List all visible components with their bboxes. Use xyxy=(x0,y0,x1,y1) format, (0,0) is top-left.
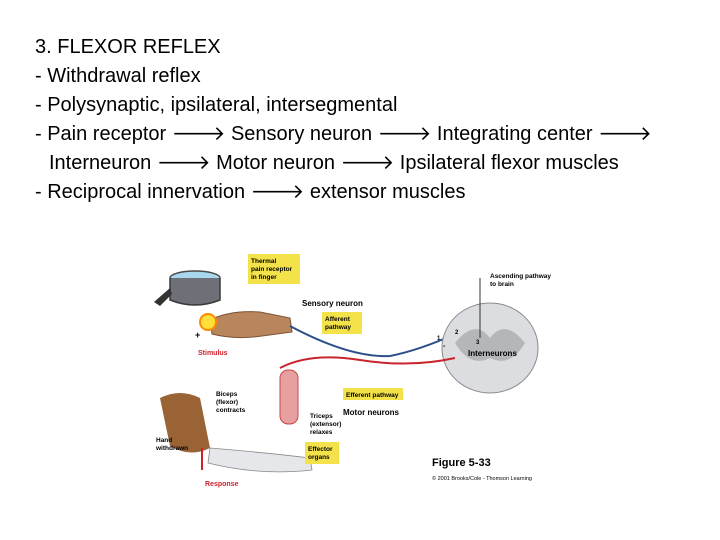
chain-item-integrating-center: Integrating center xyxy=(436,123,593,145)
chain-item-pain-receptor: Pain receptor xyxy=(47,123,167,145)
effector-label-line2: organs xyxy=(308,454,330,461)
effector-label-box xyxy=(305,442,339,464)
arrow-right-icon: 🡒 xyxy=(598,123,652,145)
triceps-label-line1: Triceps xyxy=(310,413,333,420)
spinal-cord-illustration xyxy=(441,302,539,394)
plus-sign: + xyxy=(195,330,200,340)
stimulus-label: Stimulus xyxy=(198,350,228,357)
arrow-right-icon: 🡒 xyxy=(156,152,211,174)
bullet-chain-line-2: Interneuron 🡒 Motor neuron 🡒 Ipsilateral… xyxy=(35,149,695,178)
thermal-label-line1: Thermal xyxy=(251,258,276,265)
biceps-label-line3: contracts xyxy=(216,407,246,414)
thermal-label-box xyxy=(248,254,300,284)
sensory-neuron-path xyxy=(289,325,456,358)
interneuron-number-1: 1 xyxy=(437,336,441,342)
bullet-chain-line-1: - Pain receptor 🡒 Sensory neuron 🡒 Integ… xyxy=(35,120,695,149)
arrow-right-icon: 🡒 xyxy=(171,123,226,145)
thermal-label-line3: in finger xyxy=(251,274,277,281)
arrow-right-icon: 🡒 xyxy=(377,123,432,145)
triceps-label-line2: (extensor) xyxy=(310,421,341,428)
chain-item-motor-neuron: Motor neuron xyxy=(216,152,336,174)
figure-number: Figure 5-33 xyxy=(432,457,491,469)
ascending-label-line2: to brain xyxy=(490,281,514,288)
afferent-label-line1: Afferent xyxy=(325,316,351,323)
reciprocal-from: Reciprocal innervation xyxy=(47,181,246,203)
motor-neuron-path xyxy=(279,356,456,369)
thermal-label-line2: pain receptor xyxy=(251,266,293,273)
figure-copyright: © 2001 Brooks/Cole - Thomson Learning xyxy=(432,475,532,482)
muscle-illustration xyxy=(279,369,299,425)
hand-withdrawn-line1: Hand xyxy=(156,437,172,444)
arm-stimulus-illustration xyxy=(199,311,293,339)
interneuron-number-2: 2 xyxy=(455,330,459,336)
bullet-polysynaptic: - Polysynaptic, ipsilateral, intersegmen… xyxy=(35,94,398,116)
effector-label-line1: Effector xyxy=(308,446,333,453)
triceps-label-line3: relaxes xyxy=(310,429,333,436)
bullet-reciprocal: - Reciprocal innervation 🡒 extensor musc… xyxy=(35,178,695,207)
chain-item-sensory-neuron: Sensory neuron xyxy=(230,123,373,145)
efferent-label: Efferent pathway xyxy=(346,392,399,399)
slide-title: 3. FLEXOR REFLEX xyxy=(35,36,221,58)
reciprocal-prefix: - xyxy=(35,181,48,203)
response-label: Response xyxy=(205,481,239,488)
interneurons-label: Interneurons xyxy=(468,349,517,358)
chain-item-flexor-muscles: Ipsilateral flexor muscles xyxy=(399,152,619,174)
chain-item-interneuron: Interneuron xyxy=(49,152,152,174)
afferent-label-box xyxy=(322,312,362,334)
sensory-neuron-label: Sensory neuron xyxy=(302,299,363,308)
efferent-label-box xyxy=(343,388,403,400)
ascending-label-line1: Ascending pathway xyxy=(490,273,551,280)
bullet-withdrawal: - Withdrawal reflex xyxy=(35,65,201,87)
reciprocal-to: extensor muscles xyxy=(309,181,466,203)
interneuron-number-3: 3 xyxy=(476,340,480,346)
bullet-list: 3. FLEXOR REFLEX - Withdrawal reflex - P… xyxy=(35,33,695,207)
hot-pot-illustration xyxy=(154,270,221,306)
arm-response-illustration xyxy=(160,369,313,473)
chain-prefix: - xyxy=(35,123,48,145)
arrow-right-icon: 🡒 xyxy=(340,152,395,174)
arrow-right-icon: 🡒 xyxy=(250,181,305,203)
afferent-label-line2: pathway xyxy=(325,324,351,331)
minus-sign: - xyxy=(443,343,446,350)
flexor-reflex-figure: + Stimulus Thermal pain receptor in fing… xyxy=(154,254,551,488)
biceps-label-line2: (flexor) xyxy=(216,399,238,406)
motor-neurons-label: Motor neurons xyxy=(343,408,400,417)
hand-withdrawn-line2: withdrawn xyxy=(155,445,188,452)
biceps-label-line1: Biceps xyxy=(216,391,238,398)
